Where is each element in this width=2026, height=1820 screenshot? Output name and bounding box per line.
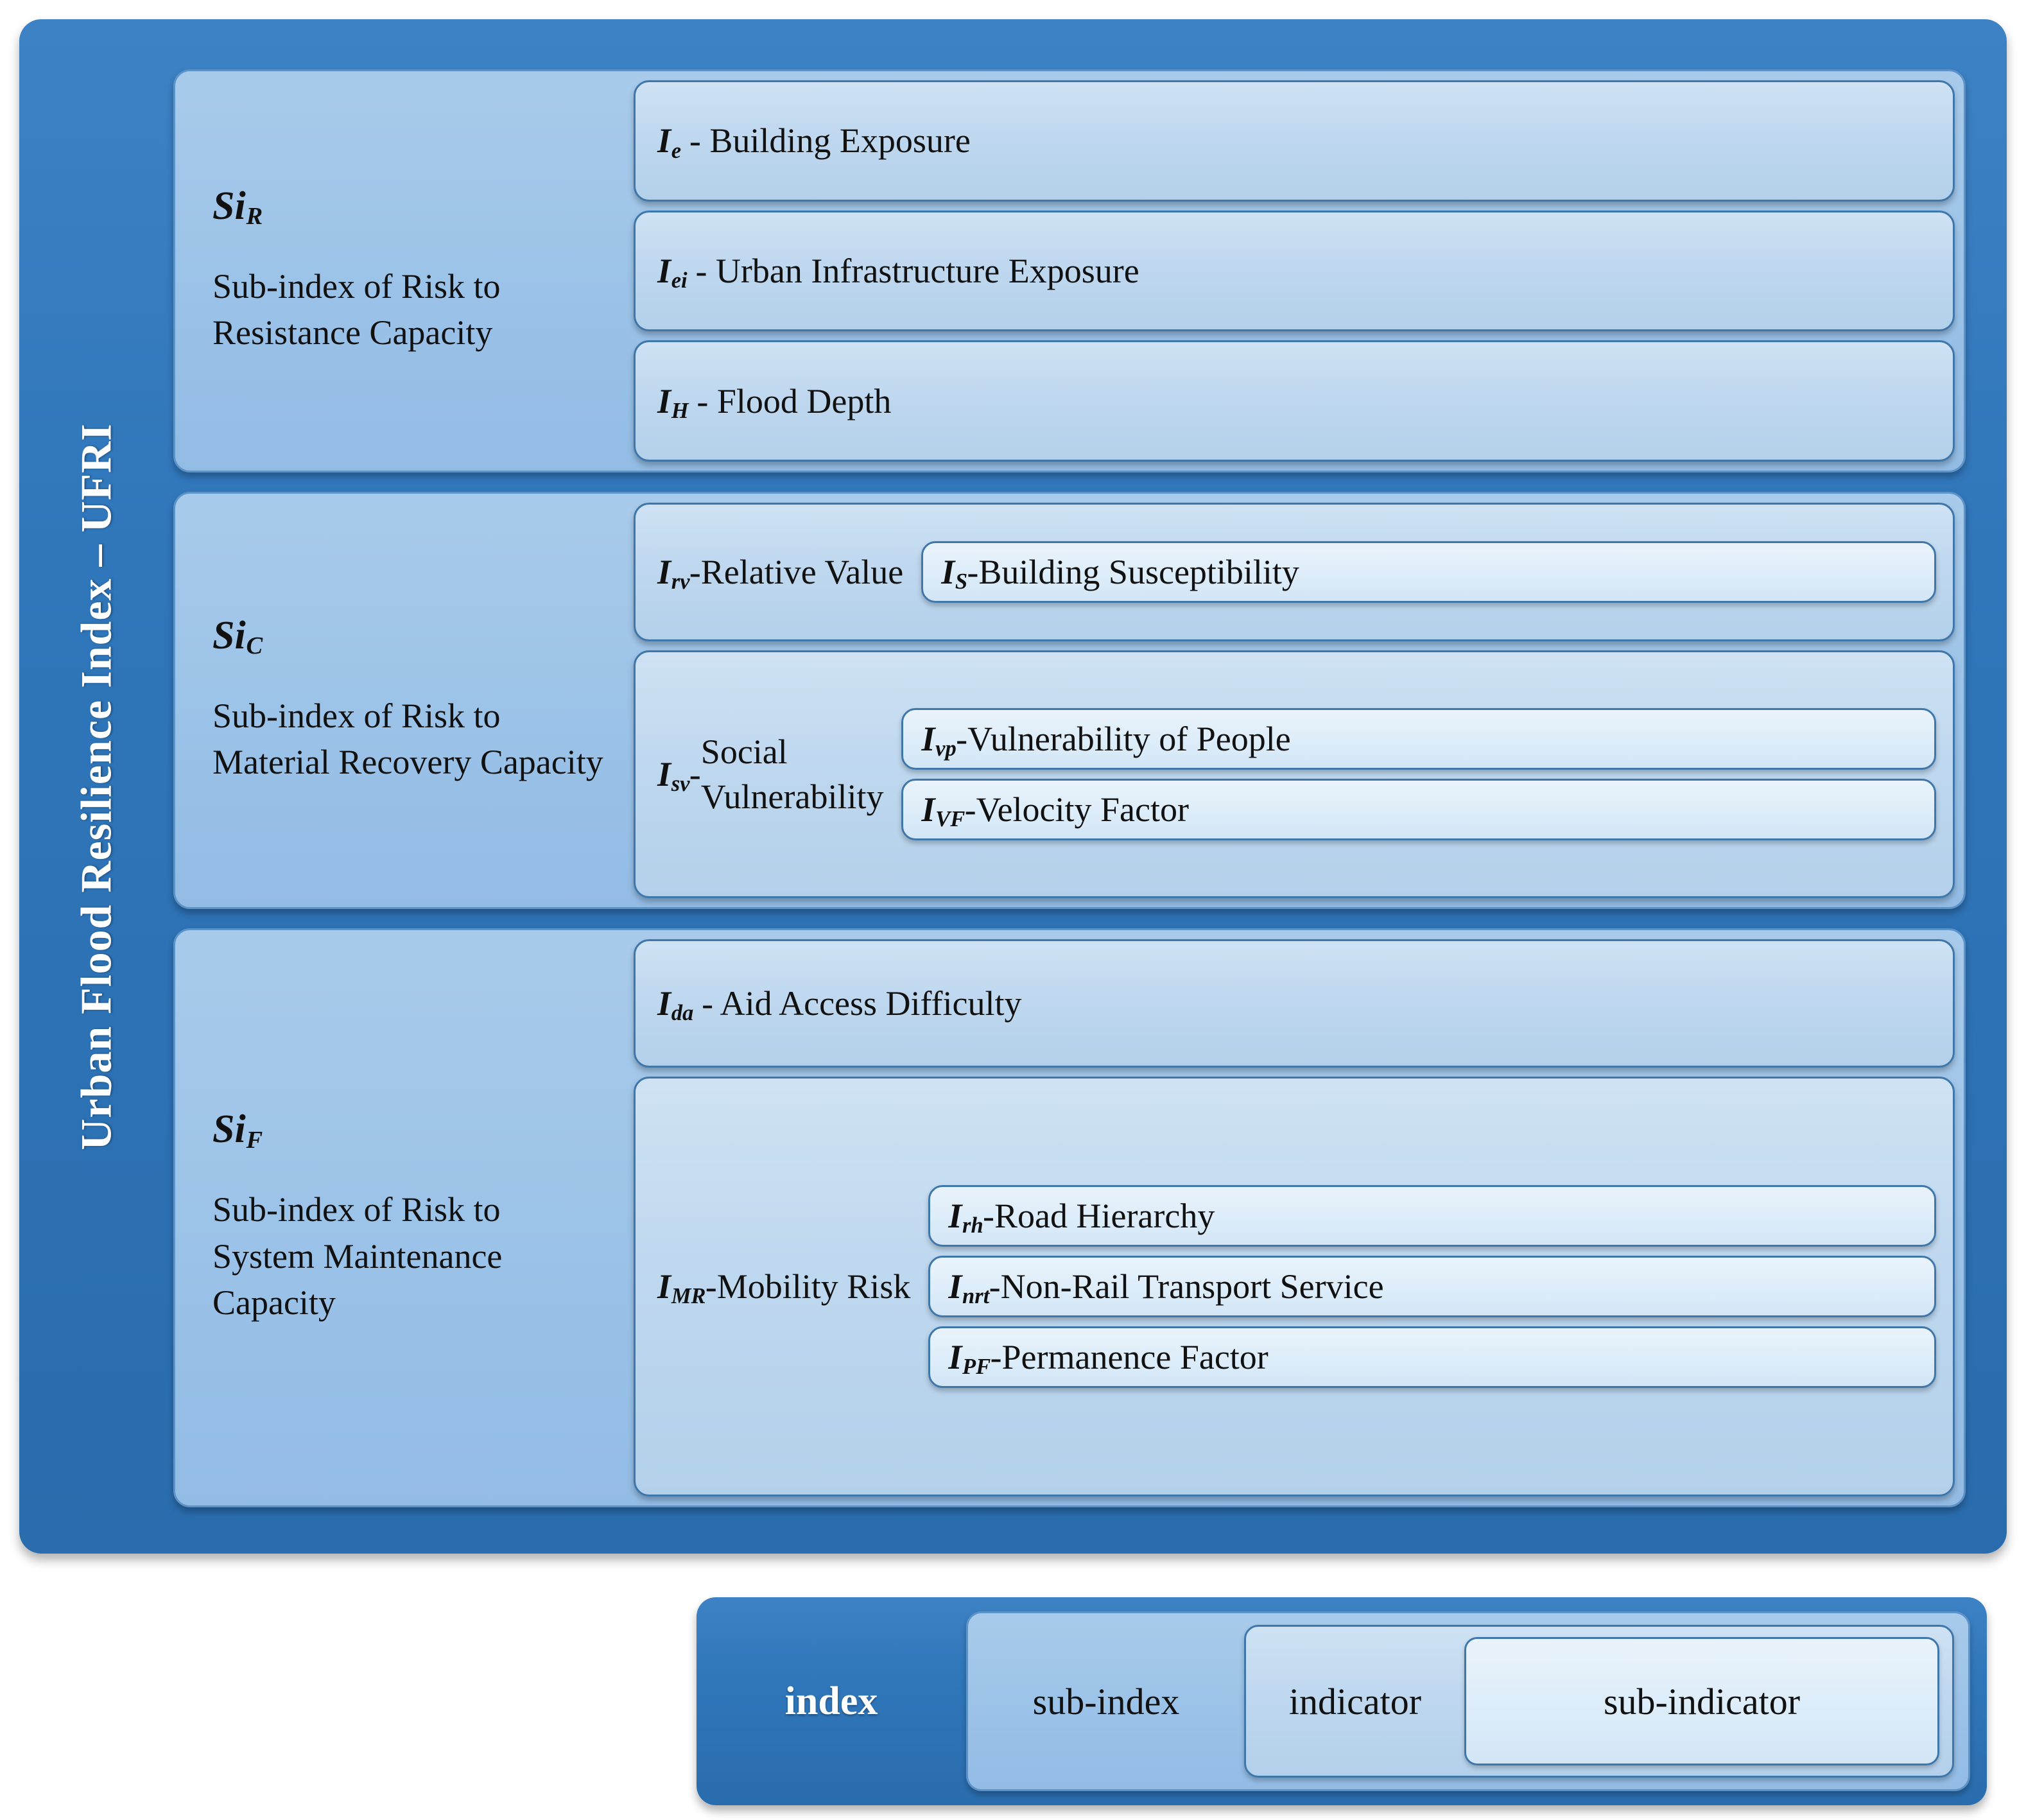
indicator-flood-depth[interactable]: IH - Flood Depth [634, 340, 1955, 462]
page-title: Urban Flood Resilience Index – UFRI [71, 422, 121, 1150]
sub-indicator-text: Permanence Factor [1001, 1338, 1268, 1376]
separator: - [693, 984, 720, 1023]
sub-indicator-non-rail-transport-service[interactable]: Inrt - Non-Rail Transport Service [928, 1256, 1936, 1317]
indicator-label-aid-access-difficulty: Ida - Aid Access Difficulty [657, 981, 1022, 1026]
sub-index-block-risk-resistance[interactable]: SiR Sub-index of Risk to Resistance Capa… [173, 69, 1966, 472]
indicator-text: Relative Value [700, 552, 904, 591]
symbol-IPF: IPF [948, 1338, 991, 1380]
separator: - [967, 553, 979, 591]
separator: - [689, 754, 701, 793]
symbol-IH: IH [657, 381, 689, 423]
index-title-column: Urban Flood Resilience Index – UFRI [19, 19, 173, 1554]
indicator-text: Social Vulnerability [700, 732, 884, 816]
indicator-label-social-vulnerability: Isv - Social Vulnerability [657, 663, 900, 886]
sub-indicator-text: Building Susceptibility [978, 553, 1299, 591]
legend: index sub-index indicator sub-indicator [697, 1597, 1987, 1805]
legend-label-sub-indicator: sub-indicator [1603, 1680, 1801, 1722]
indicator-mobility-risk[interactable]: IMR - Mobility Risk Irh - Road Hierarchy… [634, 1077, 1955, 1496]
sub-index-description-SiF: Sub-index of Risk to System Maintenance … [212, 1190, 503, 1322]
legend-box-indicator: indicator sub-indicator [1244, 1625, 1954, 1778]
indicator-text: Flood Depth [716, 381, 892, 420]
sub-indicator-text: Non-Rail Transport Service [1000, 1267, 1384, 1306]
separator: - [990, 1338, 1002, 1376]
indicator-text: Building Exposure [709, 121, 971, 160]
sub-index-label-system-maintenance: SiF Sub-index of Risk to System Maintena… [184, 939, 634, 1496]
indicator-text: Aid Access Difficulty [720, 984, 1022, 1023]
separator: - [964, 790, 976, 829]
sub-indicator-velocity-factor[interactable]: IVF - Velocity Factor [901, 779, 1936, 840]
legend-label-sub-index: sub-index [1032, 1680, 1180, 1722]
indicator-label-relative-value: Irv - Relative Value [657, 515, 920, 629]
sub-indicator-building-susceptibility[interactable]: IS - Building Susceptibility [921, 541, 1936, 603]
symbol-IMR: IMR [657, 1267, 706, 1309]
index-frame: Urban Flood Resilience Index – UFRI SiR … [19, 19, 2007, 1554]
symbol-Ivp: Ivp [921, 720, 957, 761]
symbol-Isv: Isv [657, 754, 690, 797]
sub-index-description-SiC: Sub-index of Risk to Material Recovery C… [212, 696, 603, 781]
separator: - [689, 552, 701, 591]
indicator-stack-SiR: Ie - Building Exposure Iei - Urban Infra… [634, 80, 1955, 462]
indicator-aid-access-difficulty[interactable]: Ida - Aid Access Difficulty [634, 939, 1955, 1068]
indicator-urban-infrastructure-exposure[interactable]: Iei - Urban Infrastructure Exposure [634, 210, 1955, 332]
symbol-Ie: Ie [657, 121, 682, 163]
indicator-stack-SiF: Ida - Aid Access Difficulty IMR - Mobili… [634, 939, 1955, 1496]
sub-indicator-stack-social-vulnerability: Ivp - Vulnerability of People IVF - Velo… [900, 663, 1937, 886]
symbol-Ida: Ida [657, 984, 694, 1026]
sub-index-label-material-recovery: SiC Sub-index of Risk to Material Recove… [184, 503, 634, 898]
indicator-label-flood-depth: IH - Flood Depth [657, 379, 891, 424]
sub-indicator-text: Vulnerability of People [967, 720, 1291, 758]
sub-index-symbol-SiR: SiR [212, 184, 263, 230]
sub-indicator-permanence-factor[interactable]: IPF - Permanence Factor [928, 1326, 1936, 1388]
indicator-label-mobility-risk: IMR - Mobility Risk [657, 1089, 927, 1484]
symbol-Iei: Iei [657, 251, 688, 293]
sub-indicator-road-hierarchy[interactable]: Irh - Road Hierarchy [928, 1185, 1936, 1247]
legend-box-sub-index: sub-index indicator sub-indicator [966, 1611, 1970, 1791]
legend-box-sub-indicator: sub-indicator [1464, 1637, 1939, 1765]
sub-index-symbol-SiC: SiC [212, 613, 263, 660]
sub-indicator-stack-mobility-risk: Irh - Road Hierarchy Inrt - Non-Rail Tra… [927, 1089, 1937, 1484]
sub-index-description-SiR: Sub-index of Risk to Resistance Capacity [212, 266, 501, 352]
sub-index-label-risk-resistance: SiR Sub-index of Risk to Resistance Capa… [184, 80, 634, 462]
sub-indicator-vulnerability-of-people[interactable]: Ivp - Vulnerability of People [901, 708, 1936, 770]
sub-index-block-material-recovery[interactable]: SiC Sub-index of Risk to Material Recove… [173, 492, 1966, 909]
separator: - [989, 1267, 1001, 1306]
indicator-building-exposure[interactable]: Ie - Building Exposure [634, 80, 1955, 202]
symbol-Irv: Irv [657, 552, 690, 594]
indicator-relative-value[interactable]: Irv - Relative Value IS - Building Susce… [634, 503, 1955, 641]
separator: - [680, 121, 710, 160]
sub-index-block-system-maintenance[interactable]: SiF Sub-index of Risk to System Maintena… [173, 928, 1966, 1507]
separator: - [956, 720, 968, 758]
sub-indicator-stack-relative-value: IS - Building Susceptibility [920, 515, 1937, 629]
symbol-Inrt: Inrt [948, 1267, 990, 1309]
separator: - [983, 1197, 994, 1235]
indicator-social-vulnerability[interactable]: Isv - Social Vulnerability Ivp - Vulnera… [634, 650, 1955, 898]
sub-index-symbol-SiF: SiF [212, 1107, 263, 1154]
sub-indicator-text: Velocity Factor [976, 790, 1189, 829]
indicator-label-urban-infrastructure-exposure: Iei - Urban Infrastructure Exposure [657, 248, 1139, 293]
separator: - [686, 251, 716, 290]
separator: - [705, 1267, 717, 1306]
symbol-Irh: Irh [948, 1197, 983, 1238]
legend-label-index: index [784, 1679, 878, 1723]
indicator-text: Urban Infrastructure Exposure [715, 251, 1139, 290]
indicator-stack-SiC: Irv - Relative Value IS - Building Susce… [634, 503, 1955, 898]
symbol-IVF: IVF [921, 790, 965, 832]
symbol-IS: IS [941, 553, 968, 594]
indicator-text: Mobility Risk [716, 1267, 911, 1306]
legend-label-indicator: indicator [1288, 1680, 1422, 1722]
indicator-label-building-exposure: Ie - Building Exposure [657, 118, 971, 163]
separator: - [688, 381, 717, 420]
sub-index-column: SiR Sub-index of Risk to Resistance Capa… [173, 19, 2007, 1554]
sub-indicator-text: Road Hierarchy [994, 1197, 1215, 1235]
